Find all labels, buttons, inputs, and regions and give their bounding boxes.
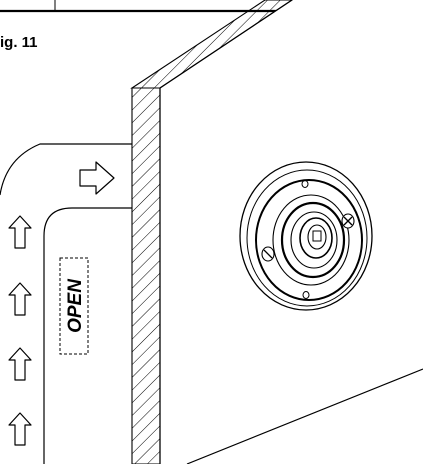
arrow-up-icon [8,282,32,316]
open-label-text: OPEN [65,278,86,333]
figure-label: ig. 11 [0,34,38,51]
release-knob-icon [239,161,373,311]
arrow-up-icon [8,347,32,381]
screw-icon [261,246,275,262]
open-label-box: OPEN [59,257,89,355]
arrow-right-icon [79,161,115,195]
door-edge-section [130,0,293,464]
flow-arrows [8,161,115,446]
screw-icon [341,213,355,229]
arrow-up-icon [8,412,32,446]
arrow-up-icon [8,215,32,249]
flow-channel [0,143,132,464]
